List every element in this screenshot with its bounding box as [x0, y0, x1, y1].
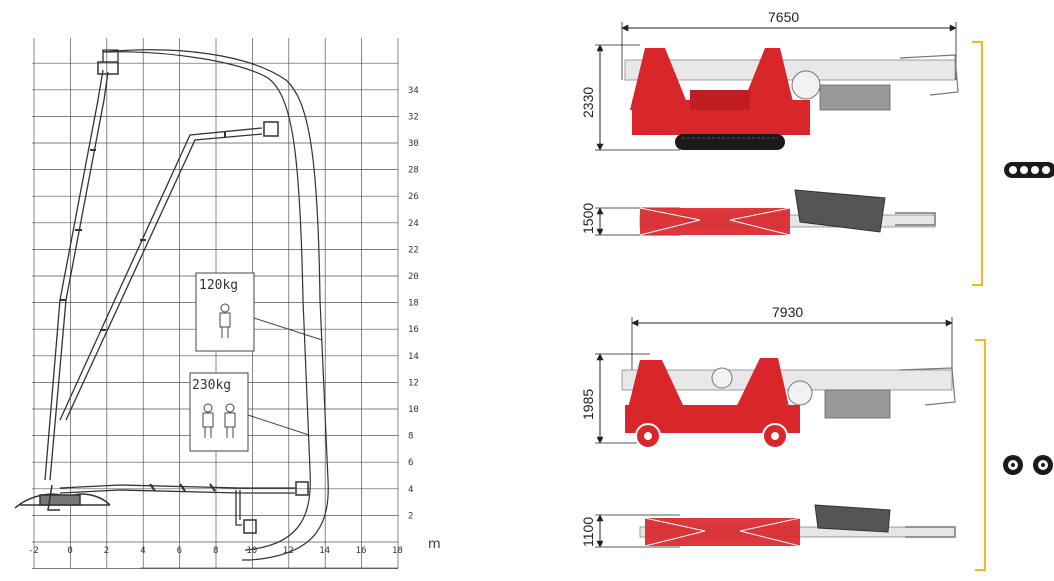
y-tick-label: 10 [408, 405, 419, 415]
y-tick-label: 28 [408, 166, 419, 176]
crawler-top-view: 1500 [580, 189, 936, 236]
wheeled-side-view: 7930 1985 [580, 304, 956, 449]
y-tick-label: 20 [408, 272, 419, 282]
wheels-icon [1003, 455, 1053, 475]
dimension-drawings: 7650 2330 1500 [580, 9, 1054, 571]
dimension-crawler-width: 1500 [580, 203, 596, 234]
x-tick-label: 8 [213, 546, 218, 556]
y-tick-label: 30 [408, 139, 419, 149]
working-envelope-inner [102, 51, 311, 551]
y-tick-label: 32 [408, 112, 419, 122]
x-axis-ticks: -2 0 2 4 6 8 10 12 14 16 18 [28, 546, 403, 556]
x-axis-unit: m [428, 537, 440, 552]
y-tick-label: 26 [408, 192, 419, 202]
load-label-230kg: 230kg [192, 378, 231, 393]
boom-horizontal [59, 481, 309, 534]
x-tick-label: 10 [246, 546, 257, 556]
load-box-230kg: 230kg [189, 372, 249, 452]
y-tick-label: 12 [408, 378, 419, 388]
x-tick-label: -2 [28, 546, 39, 556]
load-box-120kg: 120kg [195, 272, 255, 352]
x-tick-label: 18 [392, 546, 403, 556]
y-tick-label: 6 [408, 458, 413, 468]
dimension-wheel-length: 7930 [772, 304, 803, 320]
working-envelope-outer [102, 49, 329, 561]
dimension-wheel-width: 1100 [580, 517, 596, 547]
boom-mid-outreach [59, 121, 279, 421]
load-label-120kg: 120kg [199, 278, 238, 293]
dimension-crawler-length: 7650 [768, 9, 799, 25]
x-tick-label: 2 [104, 546, 109, 556]
leader-line-120kg [253, 317, 323, 341]
dimension-wheel-height: 1985 [580, 389, 596, 420]
crawler-side-view: 7650 2330 [580, 9, 959, 151]
y-tick-label: 2 [408, 511, 413, 521]
y-tick-label: 22 [408, 245, 419, 255]
crawler-variant-bracket [972, 41, 983, 286]
y-tick-label: 34 [408, 86, 419, 96]
wheels-variant-bracket [975, 339, 986, 571]
x-tick-label: 16 [356, 546, 367, 556]
x-tick-label: 14 [319, 546, 330, 556]
x-tick-label: 12 [283, 546, 294, 556]
y-tick-label: 14 [408, 352, 419, 362]
x-tick-label: 6 [177, 546, 182, 556]
chassis [14, 484, 111, 511]
persons-icon [202, 403, 236, 438]
boom-max-height [44, 49, 119, 481]
x-tick-label: 4 [140, 546, 145, 556]
leader-line-230kg [247, 414, 310, 436]
y-tick-label: 24 [408, 219, 419, 229]
y-tick-label: 4 [408, 485, 413, 495]
y-tick-label: 16 [408, 325, 419, 335]
wheeled-top-view: 1100 [580, 504, 956, 548]
y-tick-label: 18 [408, 299, 419, 309]
y-tick-label: 8 [408, 432, 413, 442]
dimension-crawler-height: 2330 [580, 87, 596, 118]
crawler-track-icon [1004, 162, 1054, 178]
x-tick-label: 0 [67, 546, 72, 556]
person-icon [219, 303, 231, 338]
